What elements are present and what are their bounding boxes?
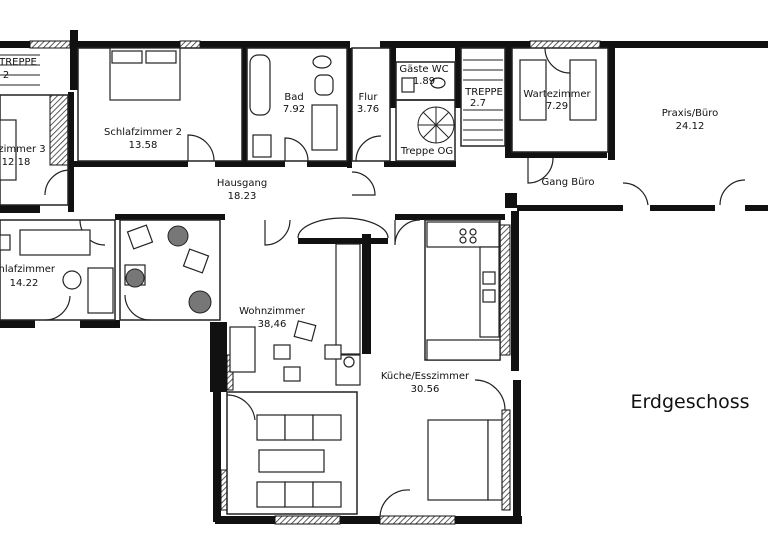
room-name-schlafzimmer-left: chlafzimmer (0, 264, 56, 275)
walls (0, 30, 768, 524)
room-area-hausgang: 18.23 (228, 191, 257, 202)
floor-title: Erdgeschoss (630, 391, 749, 413)
room-area-gaeste-wc: 1.89 (413, 76, 435, 87)
room-name-schlafzimmer-2: Schlafzimmer 2 (104, 127, 182, 138)
room-area-praxis: 24.12 (676, 121, 705, 132)
room-name-gaeste-wc: Gäste WC (399, 64, 448, 75)
door-swings (44, 47, 746, 517)
room-area-schlafzimmer-left: 14.22 (10, 278, 39, 289)
staircase-left (0, 54, 40, 86)
room-name-bad: Bad (284, 92, 303, 103)
staircase-og (417, 106, 455, 144)
room-name-gang-buero: Gang Büro (542, 177, 595, 188)
room-name-flur: Flur (359, 92, 379, 103)
room-area-treppe-mid: 2.7 (470, 98, 486, 109)
room-name-schlafzimmer-3: zimmer 3 (0, 144, 46, 155)
room-area-bad: 7.92 (283, 104, 305, 115)
room-labels: TREPPE 2 zimmer 3 12.18 chlafzimmer 14.2… (0, 57, 750, 413)
room-area-schlafzimmer-2: 13.58 (129, 140, 158, 151)
room-name-treppe-mid: TREPPE (464, 87, 503, 98)
room-name-kueche: Küche/Esszimmer (381, 371, 470, 382)
room-area-schlafzimmer-3: 12.18 (2, 157, 31, 168)
room-area-kueche: 30.56 (411, 384, 440, 395)
room-name-wohnzimmer: Wohnzimmer (239, 306, 306, 317)
room-name-hausgang: Hausgang (217, 178, 267, 189)
furniture (0, 47, 597, 508)
room-area-flur: 3.76 (357, 104, 379, 115)
plant-icon (125, 225, 212, 314)
room-name-treppe-og: Treppe OG (400, 146, 453, 157)
bathtub (249, 54, 271, 116)
room-name-praxis: Praxis/Büro (662, 108, 719, 119)
room-area-treppe-left: 2 (3, 70, 9, 81)
room-area-wartezimmer: 7.29 (546, 101, 568, 112)
room-name-wartezimmer: Wartezimmer (523, 89, 591, 100)
room-area-wohnzimmer: 38,46 (258, 319, 287, 330)
staircase-mid (463, 59, 503, 141)
room-name-treppe-left: TREPPE (0, 57, 37, 68)
